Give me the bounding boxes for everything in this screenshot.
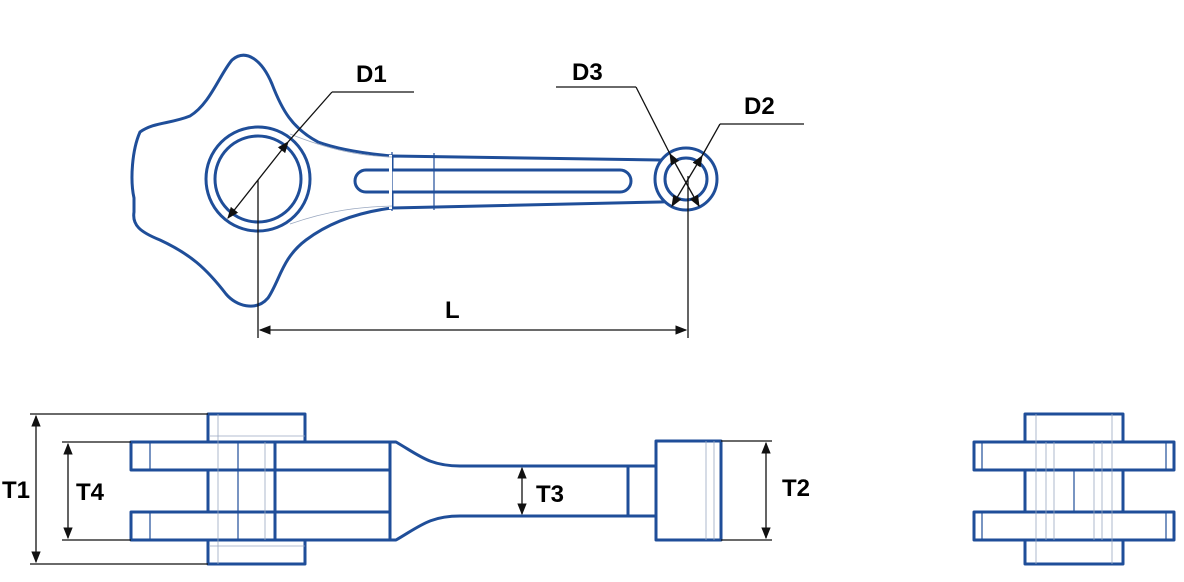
ghost-tangent-bottom <box>289 205 393 225</box>
d1-label: D1 <box>356 61 387 88</box>
center-web <box>206 468 392 514</box>
side-upper-fork <box>972 440 1176 472</box>
d1-leader <box>287 91 333 143</box>
top-view-dimensions: D1 D3 D2 L <box>227 59 804 338</box>
upper-fork <box>129 440 392 472</box>
small-end-bore <box>663 156 709 202</box>
d3-label: D3 <box>572 59 603 86</box>
lower-fork <box>129 510 392 542</box>
shank-slot <box>353 168 633 194</box>
d3-leader <box>635 86 671 155</box>
l-label: L <box>445 297 460 324</box>
t3-label: T3 <box>536 481 564 508</box>
t1-label: T1 <box>2 477 30 504</box>
t2-label: T2 <box>782 475 810 502</box>
front-view-dimensions: T1 T4 T3 T2 <box>2 413 810 565</box>
front-shank <box>388 440 630 542</box>
ghost-tangent-top <box>289 133 393 158</box>
d2-dimension-line <box>671 154 703 208</box>
d2-leader <box>701 123 721 157</box>
top-view <box>130 53 719 308</box>
d2-label: D2 <box>744 93 775 120</box>
side-view <box>972 412 1176 566</box>
t4-label: T4 <box>76 479 105 506</box>
side-lower-fork <box>972 510 1176 542</box>
small-end-boss-front <box>654 439 723 542</box>
front-view <box>129 412 723 566</box>
